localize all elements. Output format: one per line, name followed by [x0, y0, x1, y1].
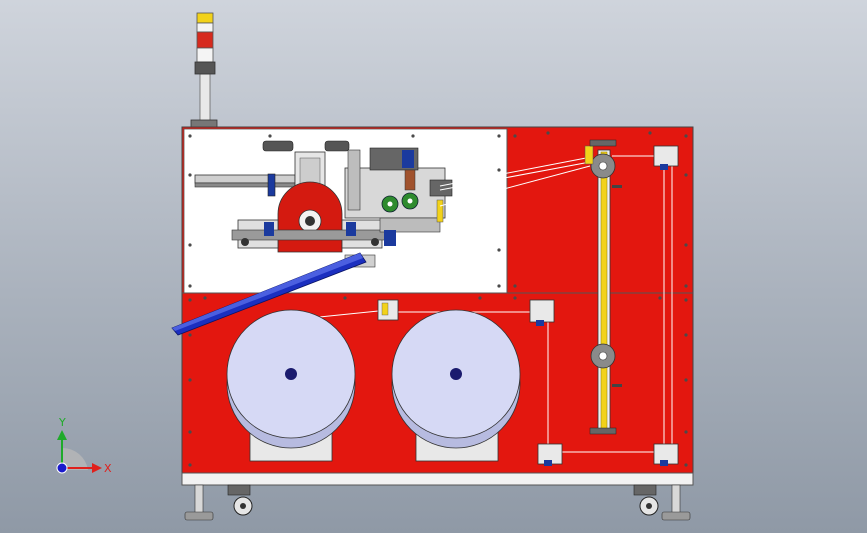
- winding-head-assembly: [194, 140, 453, 268]
- wire-path: [289, 155, 673, 453]
- dancer-arm: [584, 139, 622, 435]
- right-reel: [391, 309, 521, 462]
- z-axis-dot: [56, 462, 68, 474]
- guide-pulley-blocks: [377, 145, 679, 466]
- caster-wheels: [227, 484, 659, 516]
- left-reel: [226, 309, 356, 462]
- coordinate-triad: X Y: [56, 416, 112, 475]
- leveling-feet: [184, 484, 691, 521]
- signal-tower: [190, 12, 218, 129]
- discharge-chute: [171, 252, 367, 336]
- x-axis-label: X: [104, 462, 112, 475]
- y-axis-label: Y: [58, 416, 66, 429]
